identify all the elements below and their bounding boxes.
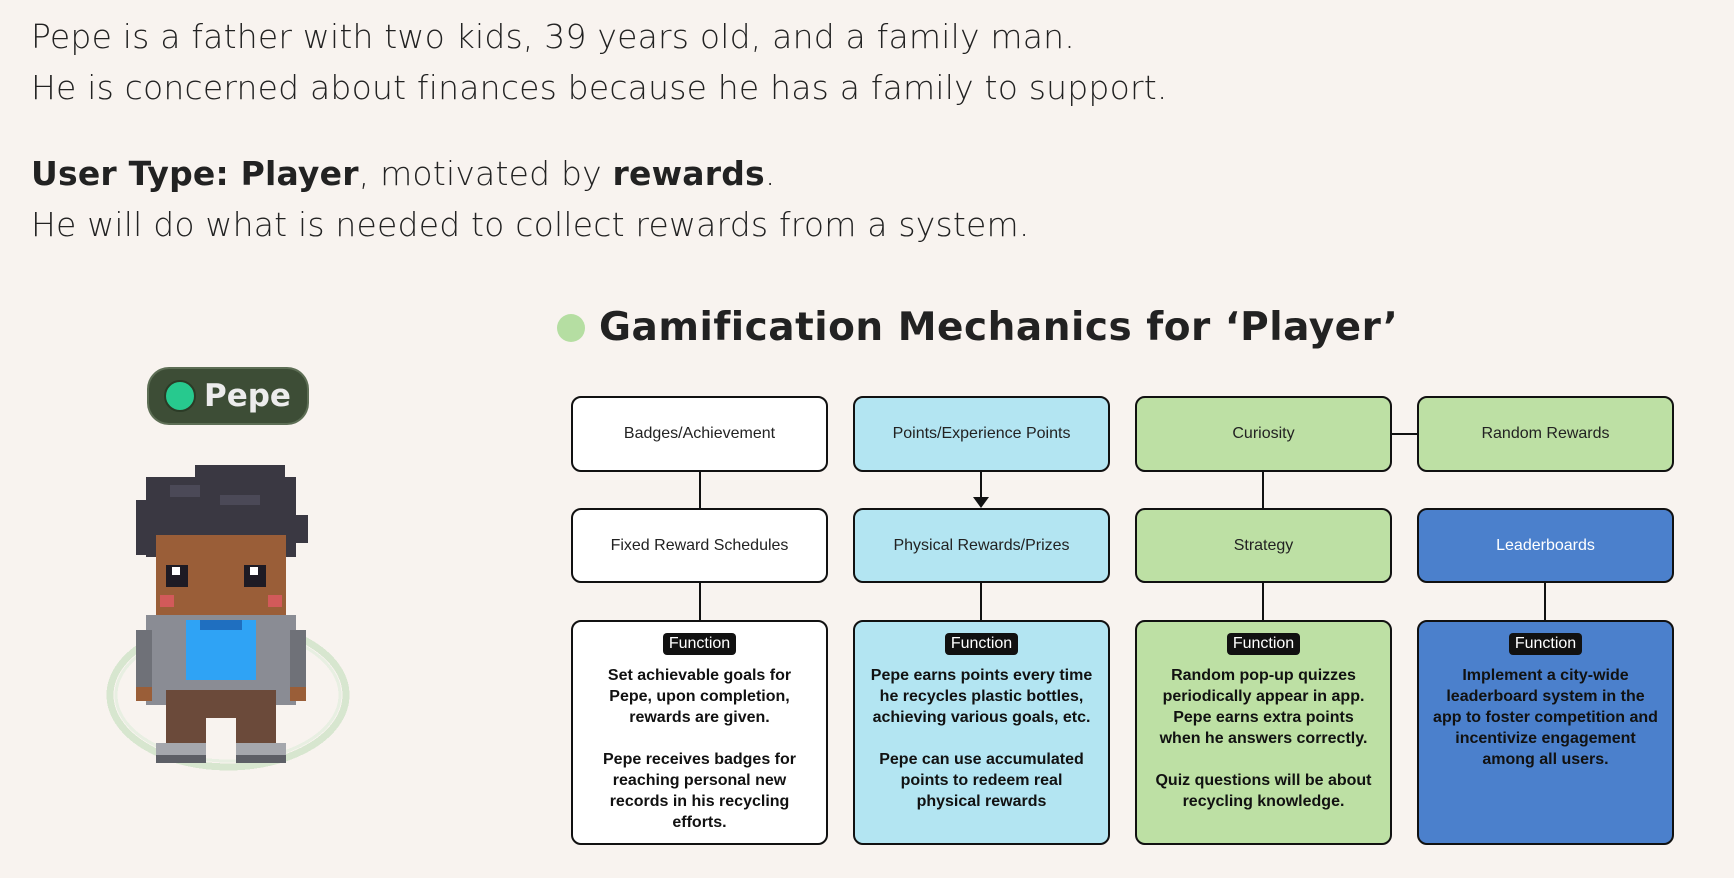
heading-dot-icon bbox=[557, 313, 585, 342]
mechanic-badges-achievement: Badges/Achievement bbox=[571, 396, 828, 472]
function-text: Set achievable goals for Pepe, upon comp… bbox=[603, 667, 796, 831]
connector-line bbox=[1262, 583, 1264, 620]
intro-line-2: He is concerned about finances because h… bbox=[31, 68, 1168, 107]
heading-text: Gamification Mechanics for ‘Player’ bbox=[599, 305, 1399, 350]
mechanic-points-experience: Points/Experience Points bbox=[853, 396, 1110, 472]
connector-line bbox=[980, 583, 982, 620]
function-text: Implement a city-wide leaderboard system… bbox=[1433, 667, 1658, 768]
intro-line-4: He will do what is needed to collect rew… bbox=[31, 205, 1030, 244]
pixel-avatar-image bbox=[106, 465, 350, 771]
section-heading: Gamification Mechanics for ‘Player’ bbox=[557, 305, 1398, 350]
connector-line bbox=[1262, 472, 1264, 508]
connector-line bbox=[1544, 583, 1546, 620]
function-text: Random pop-up quizzes periodically appea… bbox=[1155, 667, 1372, 810]
function-label: Function bbox=[944, 633, 1019, 655]
period: . bbox=[764, 154, 776, 193]
mechanic-strategy: Strategy bbox=[1135, 508, 1392, 583]
character-name-tag: Pepe bbox=[149, 369, 307, 423]
function-box-badges: Function Set achievable goals for Pepe, … bbox=[571, 620, 828, 845]
function-box-points: Function Pepe earns points every time he… bbox=[853, 620, 1110, 845]
status-dot-icon bbox=[164, 380, 196, 412]
mechanic-physical-rewards: Physical Rewards/Prizes bbox=[853, 508, 1110, 583]
connector-arrow-line bbox=[980, 472, 982, 500]
character-name: Pepe bbox=[204, 378, 291, 414]
connector-line bbox=[699, 583, 701, 620]
motivated-text: , motivated by bbox=[358, 154, 613, 193]
connector-line bbox=[1392, 433, 1417, 435]
function-label: Function bbox=[1226, 633, 1301, 655]
function-box-curiosity: Function Random pop-up quizzes periodica… bbox=[1135, 620, 1392, 845]
user-type-line: User Type: Player, motivated by rewards. bbox=[31, 154, 776, 193]
intro-line-1: Pepe is a father with two kids, 39 years… bbox=[31, 17, 1075, 56]
function-label: Function bbox=[1508, 633, 1583, 655]
mechanic-fixed-reward-schedules: Fixed Reward Schedules bbox=[571, 508, 828, 583]
function-label: Function bbox=[662, 633, 737, 655]
mechanic-curiosity: Curiosity bbox=[1135, 396, 1392, 472]
connector-line bbox=[699, 472, 701, 508]
rewards-word: rewards bbox=[612, 154, 765, 193]
function-text: Pepe earns points every time he recycles… bbox=[870, 667, 1093, 810]
user-type-label: User Type: Player bbox=[31, 154, 359, 193]
mechanic-random-rewards: Random Rewards bbox=[1417, 396, 1674, 472]
mechanic-leaderboards: Leaderboards bbox=[1417, 508, 1674, 583]
function-box-leaderboards: Function Implement a city-wide leaderboa… bbox=[1417, 620, 1674, 845]
arrow-down-icon bbox=[973, 497, 989, 508]
